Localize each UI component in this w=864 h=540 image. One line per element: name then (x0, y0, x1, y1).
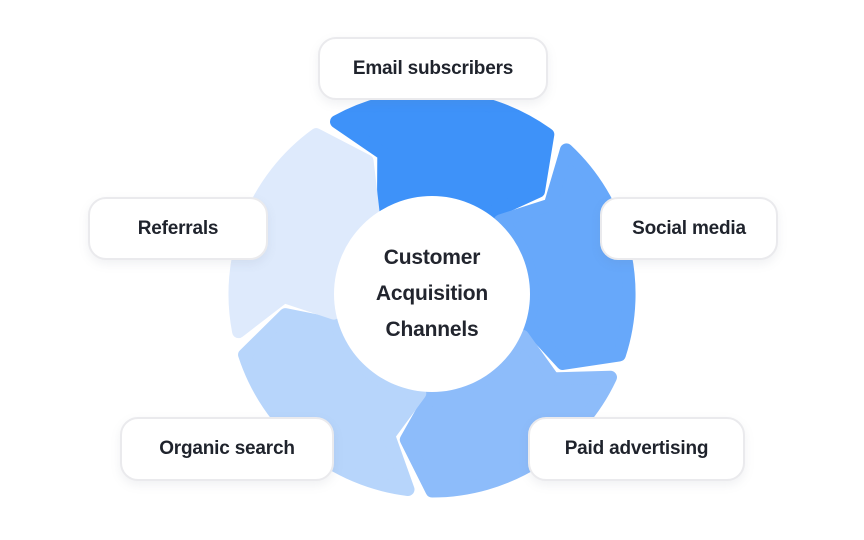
label-referrals: Referrals (137, 217, 219, 239)
diagram-title-line: Channels (385, 318, 479, 341)
diagram-title: Customer Acquisition Channels (322, 240, 542, 348)
label-paid-advertising: Paid advertising (564, 438, 709, 459)
label-pill-paid-advertising: Paid advertising (528, 417, 745, 481)
label-pill-organic-search: Organic search (120, 417, 334, 481)
segment-organic-search (238, 308, 427, 496)
label-social-media: Social media (632, 217, 746, 239)
label-pill-social-media: Social media (600, 197, 778, 260)
label-email-subscribers: Email subscribers (352, 57, 514, 79)
segment-referrals (228, 128, 380, 339)
diagram-title-line: Acquisition (375, 282, 489, 305)
label-pill-referrals: Referrals (88, 197, 268, 260)
center-circle (334, 196, 530, 392)
label-organic-search: Organic search (159, 438, 295, 459)
diagram-title-line: Customer (383, 246, 481, 269)
label-pill-email-subscribers: Email subscribers (318, 37, 548, 100)
